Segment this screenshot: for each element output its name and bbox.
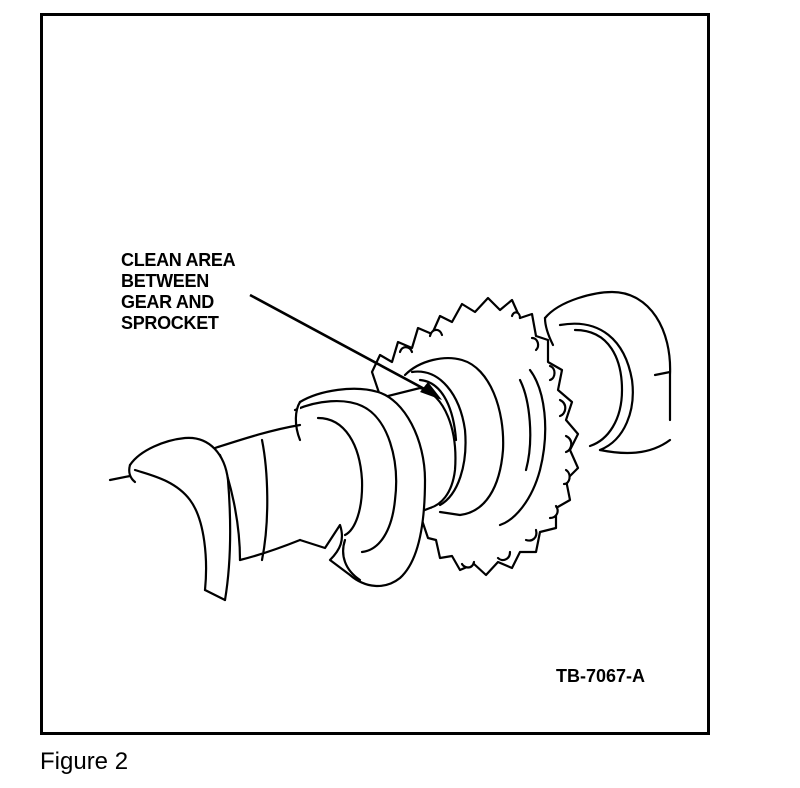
front-bearing-block xyxy=(293,387,427,587)
callout-label: CLEAN AREA BETWEEN GEAR AND SPROCKET xyxy=(121,250,321,334)
pointer-arrow xyxy=(249,293,442,400)
callout-line: SPROCKET xyxy=(121,313,219,333)
figure-caption: Figure 2 xyxy=(40,748,129,775)
figure-id-label: TB-7067-A xyxy=(556,666,646,686)
callout-line: GEAR AND xyxy=(121,292,214,312)
rear-bearing-journal xyxy=(543,290,672,455)
callout-line: BETWEEN xyxy=(121,271,209,291)
callout-line: CLEAN AREA xyxy=(121,250,236,270)
left-cam-lobe xyxy=(108,436,232,602)
